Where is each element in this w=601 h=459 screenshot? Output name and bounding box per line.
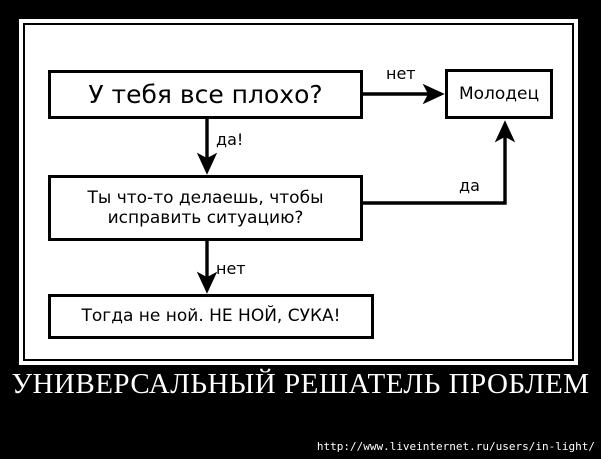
edge-label-q2-yes: да	[459, 176, 480, 195]
edge-label-q2-no: нет	[216, 259, 246, 278]
edge-label-q1-yes: да!	[216, 130, 244, 149]
flowchart-node-question-2: Ты что-то делаешь, чтобы исправить ситуа…	[48, 175, 363, 241]
edge-label-q1-no: нет	[386, 64, 416, 83]
watermark-url: http://www.liveinternet.ru/users/in-ligh…	[316, 440, 595, 453]
flowchart-node-outcome-final: Тогда не ной. НЕ НОЙ, СУКА!	[48, 294, 374, 339]
flowchart-node-question-1: У тебя все плохо?	[48, 70, 363, 119]
poster-caption: УНИВЕРСАЛЬНЫЙ РЕШАТЕЛЬ ПРОБЛЕМ	[11, 368, 590, 400]
edge-q2-to-good	[363, 120, 516, 205]
flowchart-node-outcome-good: Молодец	[445, 69, 553, 119]
